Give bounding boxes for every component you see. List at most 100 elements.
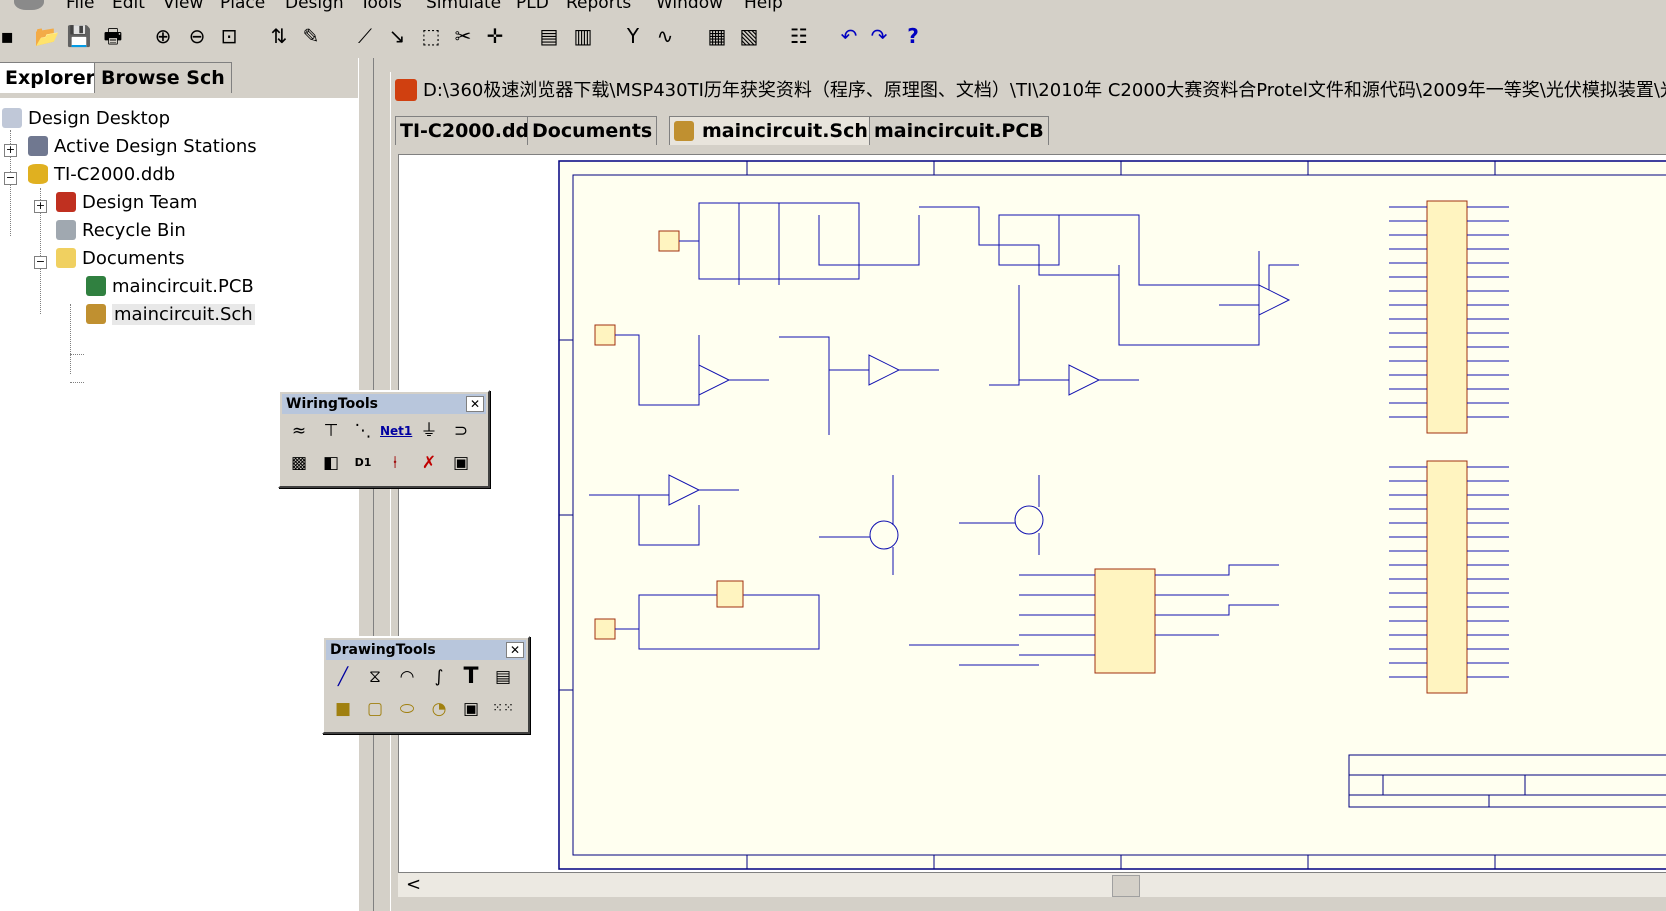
connector-j1 [1426,200,1468,434]
net-label-icon[interactable]: Net1 [380,424,413,438]
scroll-left-icon[interactable]: < [406,874,422,895]
scroll-thumb[interactable] [1112,875,1140,897]
doc-tab-maincircuit-pcb[interactable]: maincircuit.PCB [869,116,1049,145]
arc-icon[interactable]: ◠ [399,667,415,687]
collapse-documents[interactable]: − [34,255,47,269]
bus-tool-icon[interactable]: ⊤ [323,421,339,441]
tree-item-design-desktop[interactable]: Design Desktop [2,106,170,132]
text-icon[interactable]: T [463,664,479,689]
document-title-bar: D:\360极速浏览器下载\MSP430TI历年获奖资料（程序、原理图、文档）\… [391,76,1666,106]
drawing-tools-title[interactable]: DrawingTools [326,640,526,660]
app-icon[interactable] [14,0,44,10]
select-area-icon[interactable]: ⬚ [421,24,441,48]
waveform-icon[interactable]: ∿ [656,24,674,48]
horizontal-scrollbar[interactable]: < [398,872,1666,897]
doc-tab-ti-c2000[interactable]: TI-C2000.ddb [395,116,548,145]
sch-file-icon [86,304,106,324]
expand-active-design-stations[interactable]: + [4,143,17,157]
deselect-icon[interactable]: ✂ [454,24,472,48]
pie-icon[interactable]: ◔ [431,699,447,719]
tab-explorer[interactable]: Explorer [0,62,103,93]
menu-design[interactable]: Design [285,0,344,12]
junction-icon[interactable]: ⍿ [392,453,398,473]
tree-item-maincircuit-sch[interactable]: maincircuit.Sch [86,302,255,328]
collapse-ti-c2000[interactable]: − [4,171,17,185]
expand-design-team[interactable]: + [34,199,47,213]
wire-tool-icon[interactable]: ≈ [291,421,307,441]
wire-icon[interactable]: ⟋ [358,24,372,48]
library-icon[interactable]: ▤ [539,24,559,48]
open-folder-icon[interactable]: 📂 [34,24,60,48]
undo-icon[interactable]: ↶ [840,24,858,48]
graphic-icon[interactable]: ▣ [462,699,480,719]
rectangle-icon[interactable]: ■ [334,699,352,719]
wand-icon[interactable]: ✎ [302,24,320,48]
wiring-tools-title[interactable]: WiringTools [282,394,486,414]
menu-window[interactable]: Window [656,0,724,12]
doc-tab-label: maincircuit.Sch [702,120,868,142]
pcb-file-icon [86,276,106,296]
menu-pld[interactable]: PLD [516,0,549,12]
menu-help[interactable]: Help [744,0,783,12]
tree-item-documents[interactable]: Documents [56,246,185,272]
close-icon[interactable]: ✕ [466,396,484,412]
ellipse-icon[interactable]: ⬭ [399,699,415,719]
probe-icon[interactable]: Y [626,24,640,48]
bus-icon[interactable]: ↘ [388,24,406,48]
move-icon[interactable]: ✛ [486,24,504,48]
sheet-entry-icon[interactable]: ◧ [322,453,340,473]
port-icon[interactable]: ⊃ [453,421,469,441]
menu-simulate[interactable]: Simulate [426,0,502,12]
ground-icon[interactable]: ⏚ [420,421,438,441]
tree-item-design-team[interactable]: Design Team [56,190,197,216]
team-icon [56,192,76,212]
annotate-icon[interactable]: ▦ [707,24,727,48]
compile-icon[interactable]: ▧ [739,24,759,48]
close-icon[interactable]: ✕ [506,642,524,658]
redo-icon[interactable]: ↷ [870,24,888,48]
menu-tools[interactable]: Tools [360,0,402,12]
database-icon [28,164,48,184]
schematic-canvas[interactable] [398,154,1666,874]
menu-edit[interactable]: Edit [112,0,145,12]
menu-view[interactable]: View [163,0,204,12]
doc-tab-maincircuit-sch[interactable]: maincircuit.Sch [669,116,873,145]
drawing-tools-panel: DrawingTools ✕ ╱ ⧖ ◠ ∫ T ▤ ■ ▢ ⬭ ◔ ▣ ⁙⁙ [322,636,530,734]
menu-reports[interactable]: Reports [566,0,632,12]
ic-main [1094,568,1156,674]
save-icon[interactable]: 💾 [66,24,92,48]
tree-item-recycle-bin[interactable]: Recycle Bin [56,218,186,244]
connector-j2 [1426,460,1468,694]
tree-label: Documents [82,248,185,269]
new-icon[interactable]: ▪ [0,24,14,48]
tree-item-maincircuit-pcb[interactable]: maincircuit.PCB [86,274,254,300]
grid-icon[interactable]: ☷ [790,24,808,48]
doc-tab-documents[interactable]: Documents [527,116,658,145]
sheet-symbol-icon[interactable]: ▩ [290,453,308,473]
menu-place[interactable]: Place [220,0,266,12]
print-icon[interactable]: 🖶 [103,24,123,48]
zoom-in-icon[interactable]: ⊕ [154,24,172,48]
no-erc-icon[interactable]: ✗ [421,453,437,473]
hierarchy-icon[interactable]: ⇅ [270,24,288,48]
tree-item-active-design-stations[interactable]: Active Design Stations [28,134,257,160]
text-frame-icon[interactable]: ▤ [494,667,512,687]
array-icon[interactable]: ⁙⁙ [492,701,514,716]
rounded-rect-icon[interactable]: ▢ [366,699,384,719]
device-port-icon[interactable]: D1 [354,456,372,469]
help-icon[interactable]: ? [907,24,919,48]
zoom-out-icon[interactable]: ⊖ [188,24,206,48]
zoom-fit-icon[interactable]: ⊡ [220,24,238,48]
tree-label: Design Desktop [28,108,171,129]
bezier-icon[interactable]: ∫ [434,667,444,687]
pcb-layout-icon[interactable]: ▣ [452,453,470,473]
tree-label: TI-C2000.ddb [54,164,176,185]
menu-file[interactable]: File [66,0,95,12]
tab-browse-sch[interactable]: Browse Sch [94,62,232,93]
tree-item-ti-c2000-ddb[interactable]: TI-C2000.ddb [28,162,175,188]
polygon-icon[interactable]: ⧖ [369,667,381,687]
browse-library-icon[interactable]: ▥ [573,24,593,48]
line-icon[interactable]: ╱ [337,667,349,687]
bus-entry-icon[interactable]: ⋱ [354,421,372,441]
desktop-icon [2,108,22,128]
